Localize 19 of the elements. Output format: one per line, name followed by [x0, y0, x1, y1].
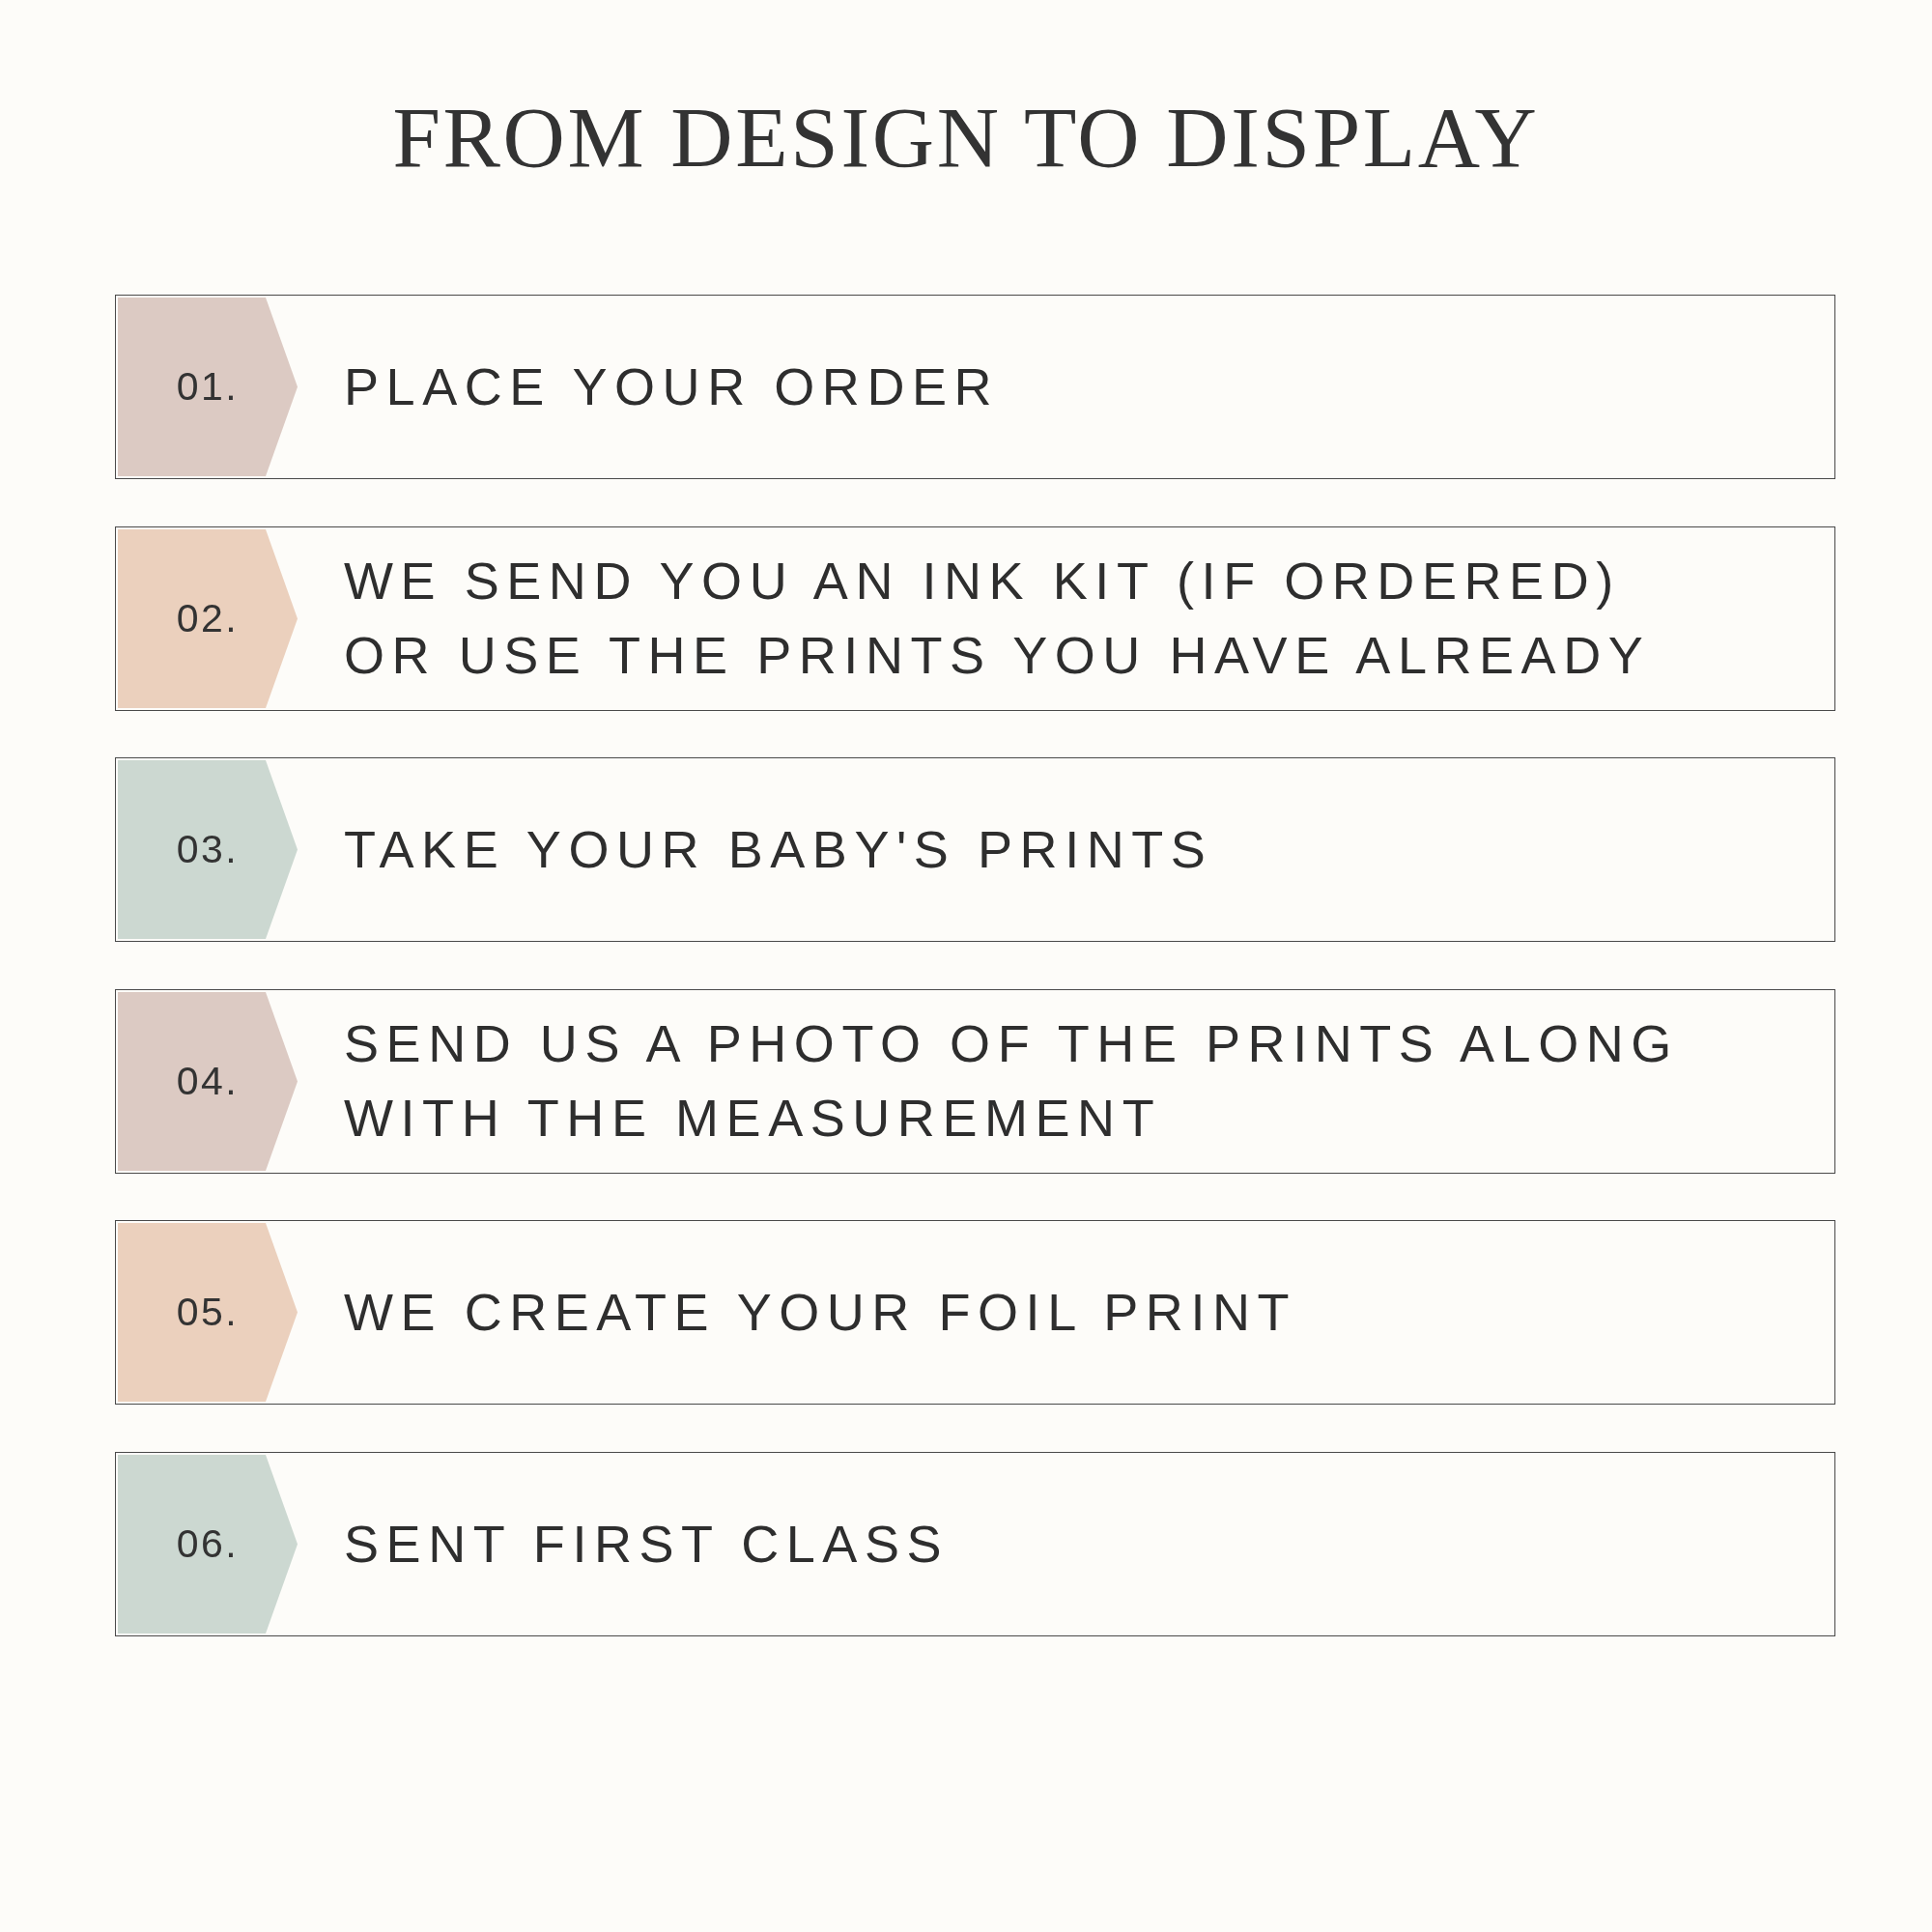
step-number: 05.: [176, 1293, 240, 1332]
step-number: 03.: [176, 830, 240, 869]
step-row: [115, 295, 1835, 479]
step-row: [115, 1451, 1835, 1636]
step-text: WE CREATE YOUR FOIL PRINT: [344, 1282, 1298, 1344]
step-number: 06.: [176, 1523, 240, 1564]
step-text: SEND US A PHOTO OF THE PRINTS ALONG WITH THE MEASUREMENT: [344, 1013, 1680, 1149]
step-row: [115, 526, 1835, 711]
step-text: SENT FIRST CLASS: [344, 1513, 951, 1575]
step-row: [115, 757, 1835, 942]
title: FROM DESIGN TO DISPLAY: [392, 95, 1540, 181]
step-row: [115, 988, 1835, 1174]
step-row: [115, 1220, 1835, 1405]
step-number: 01.: [176, 367, 240, 407]
step-text: TAKE YOUR BABY'S PRINTS: [344, 819, 1214, 881]
step-text: PLACE YOUR ORDER: [344, 356, 1001, 418]
step-number: 02.: [176, 598, 240, 639]
step-text: WE SEND YOU AN INK KIT (IF ORDERED) OR USE THE PRINTS YOU HAVE ALREADY: [344, 551, 1652, 686]
step-number: 04.: [176, 1061, 240, 1101]
